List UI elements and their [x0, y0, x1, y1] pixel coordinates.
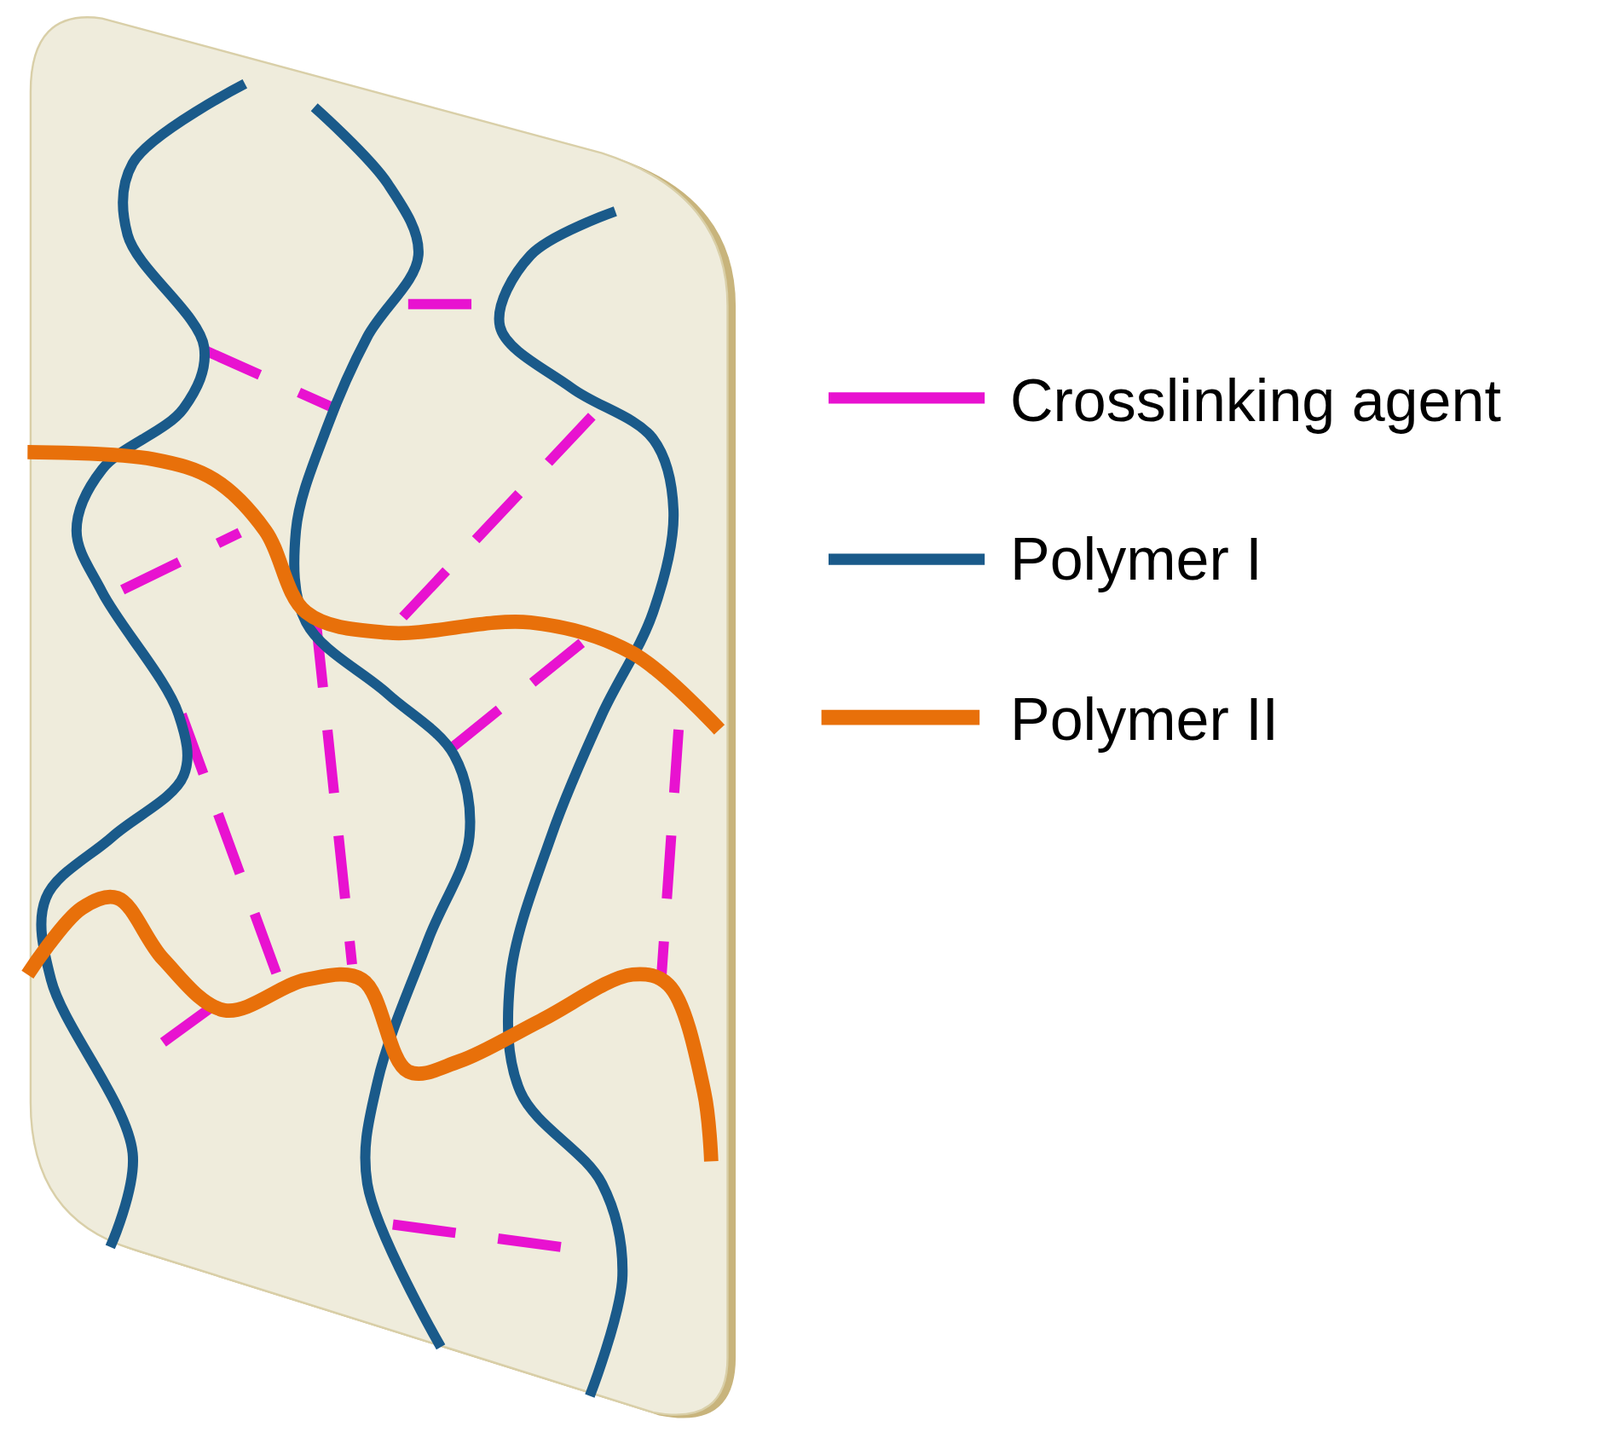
chains-layer — [27, 83, 720, 1396]
crosslink-dash — [181, 714, 281, 985]
legend-samples — [821, 398, 986, 718]
crosslink-dash — [449, 642, 583, 751]
legend-label: Polymer II — [1010, 687, 1279, 753]
slab — [30, 17, 728, 1415]
legend-label: Polymer I — [1010, 526, 1263, 593]
polymer-two-chain — [27, 896, 711, 1162]
crosslink-dash — [122, 532, 241, 590]
legend-sample-polymer-one — [828, 553, 985, 565]
crosslink-dash — [202, 348, 339, 411]
crosslink-dash — [392, 1224, 584, 1251]
polymer-two-chain — [27, 451, 720, 730]
polymer-one-chain — [499, 211, 675, 1397]
crosslink-dash — [661, 729, 679, 980]
legend-label: Crosslinking agent — [1010, 368, 1502, 434]
polymer-one-chain — [40, 83, 245, 1248]
crosslink-dash — [408, 299, 478, 310]
crosslink-dash — [392, 415, 592, 628]
crosslink-dash — [150, 1005, 214, 1052]
polymer-one-chain — [294, 107, 470, 1347]
crosslink-dash — [316, 624, 353, 965]
legend-sample-polymer-two — [821, 710, 981, 726]
legend-sample-crosslink — [828, 392, 985, 404]
